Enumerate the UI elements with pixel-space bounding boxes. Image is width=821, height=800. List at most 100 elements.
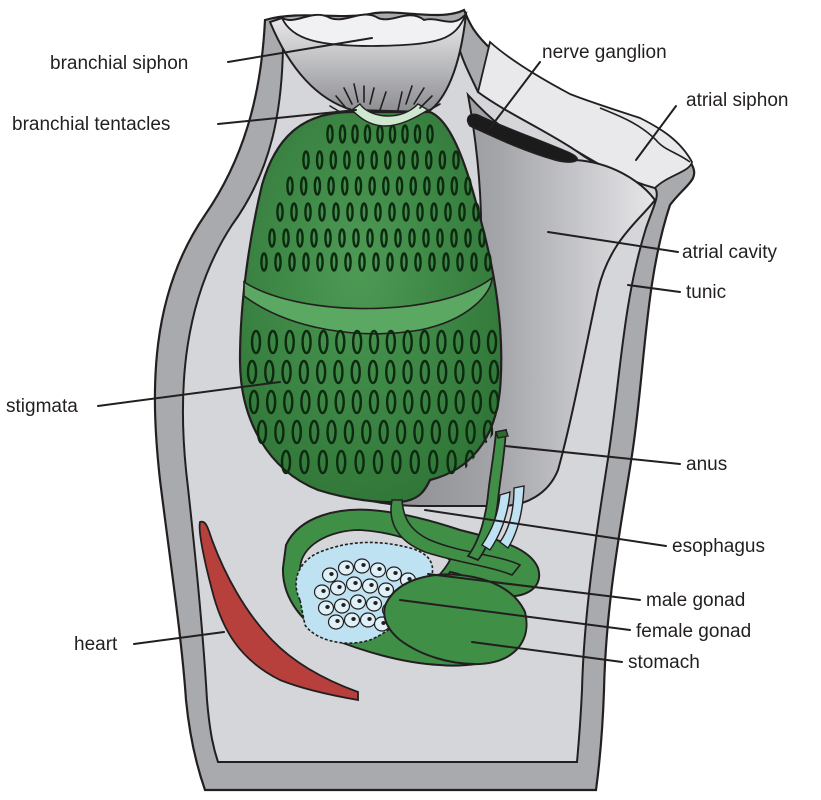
stigma-slit	[274, 252, 282, 272]
stigma-slit	[419, 329, 430, 355]
heart	[198, 520, 359, 702]
stigma-slit	[351, 389, 363, 415]
stigma-slit	[366, 228, 374, 248]
stigma-slit	[299, 176, 308, 196]
stigma-slit	[423, 176, 431, 196]
stigma-slit	[472, 202, 480, 222]
stigma-slit	[444, 202, 452, 222]
stigma-slit	[386, 252, 394, 272]
stigma-slit	[385, 359, 396, 385]
stigma-slit	[436, 329, 447, 355]
stigma-slit	[382, 176, 390, 196]
stigma-slit	[478, 228, 486, 248]
stigma-slit	[403, 389, 414, 415]
stigma-slit	[388, 202, 396, 222]
stigma-slit	[469, 329, 481, 355]
stigma-slit	[317, 449, 328, 475]
egg-nucleus	[325, 605, 330, 609]
label-branchial-siphon: branchial siphon	[50, 53, 188, 74]
stigma-slit	[372, 252, 380, 272]
stigma-slit	[430, 202, 438, 222]
stigma-slit	[416, 202, 424, 222]
stigma-slit	[391, 449, 402, 475]
egg-nucleus	[337, 585, 342, 589]
stigma-slit	[448, 419, 459, 445]
stigma-slit	[333, 359, 344, 385]
stigma-slit	[413, 419, 424, 445]
atrial-siphon	[476, 40, 693, 190]
stigma-slit	[340, 176, 349, 196]
stigma-slit	[256, 419, 268, 445]
egg-nucleus	[369, 583, 374, 587]
stigma-slit	[484, 252, 492, 272]
stigma-slit	[436, 228, 444, 248]
label-male-gonad: male gonad	[646, 590, 745, 611]
label-female-gonad: female gonad	[636, 621, 751, 642]
stigma-slit	[290, 202, 298, 222]
stigma-slit	[346, 202, 354, 222]
stigma-slit	[402, 359, 413, 385]
leader-lines	[97, 37, 681, 663]
stigma-slit	[358, 252, 366, 272]
stigma-slit	[302, 252, 310, 272]
stigma-slit	[374, 202, 382, 222]
stigma-slit	[288, 252, 296, 272]
stigma-slit	[411, 150, 419, 170]
stigma-slit	[426, 124, 434, 144]
stigma-slit	[304, 202, 312, 222]
stigma-slit	[318, 202, 326, 222]
egg-nucleus	[351, 617, 356, 621]
egg-nucleus	[407, 577, 412, 581]
stigma-slit	[464, 228, 472, 248]
stigma-slit	[302, 150, 310, 170]
stigma-slit	[471, 359, 482, 385]
stigma-slit	[267, 329, 279, 355]
stigma-slit	[438, 150, 447, 170]
egg-nucleus	[321, 589, 326, 593]
stigma-slit	[343, 419, 355, 445]
stigma-slit	[465, 419, 476, 445]
stigma-slit	[400, 252, 408, 272]
stigma-slit	[464, 176, 472, 196]
stigma-slit	[310, 228, 318, 248]
stigma-slit	[368, 176, 376, 196]
stigma-slit	[315, 150, 324, 170]
stigma-slit	[329, 150, 338, 170]
stigma-slit	[368, 329, 380, 355]
stigma-slit	[265, 389, 277, 415]
stigma-slit	[246, 359, 258, 385]
label-esophagus: esophagus	[672, 536, 765, 557]
label-heart: heart	[74, 634, 118, 655]
stigma-slit	[442, 252, 450, 272]
label-branchial-tentacles: branchial tentacles	[12, 114, 170, 135]
label-stomach: stomach	[628, 652, 700, 673]
label-tunic: tunic	[686, 282, 726, 303]
stigma-slit	[367, 359, 379, 385]
stigma-slit	[248, 389, 260, 415]
egg-nucleus	[335, 619, 340, 623]
stigma-slit	[422, 228, 430, 248]
stigma-slit	[298, 359, 310, 385]
stigma-slit	[380, 228, 388, 248]
stigma-slit	[344, 252, 352, 272]
labels: branchial siphon branchial tentacles ner…	[6, 42, 788, 673]
stigma-slit	[409, 449, 420, 475]
stigma-slit	[280, 449, 292, 475]
stigma-slit	[317, 389, 328, 415]
egg-nucleus	[329, 572, 334, 576]
stigma-slit	[268, 228, 276, 248]
pharyngeal-basket	[238, 110, 503, 504]
egg-nucleus	[373, 601, 378, 605]
label-atrial-cavity: atrial cavity	[682, 242, 778, 263]
stigma-slit	[284, 329, 295, 355]
egg-nucleus	[393, 571, 398, 575]
stigma-slit	[372, 449, 384, 475]
stigma-slit	[402, 329, 413, 355]
stigma-slit	[326, 419, 337, 445]
stigma-slit	[300, 389, 311, 415]
egg-nucleus	[353, 581, 358, 585]
stigma-slit	[436, 176, 445, 196]
stigma-slit	[470, 252, 478, 272]
stigma-slit	[488, 389, 500, 415]
